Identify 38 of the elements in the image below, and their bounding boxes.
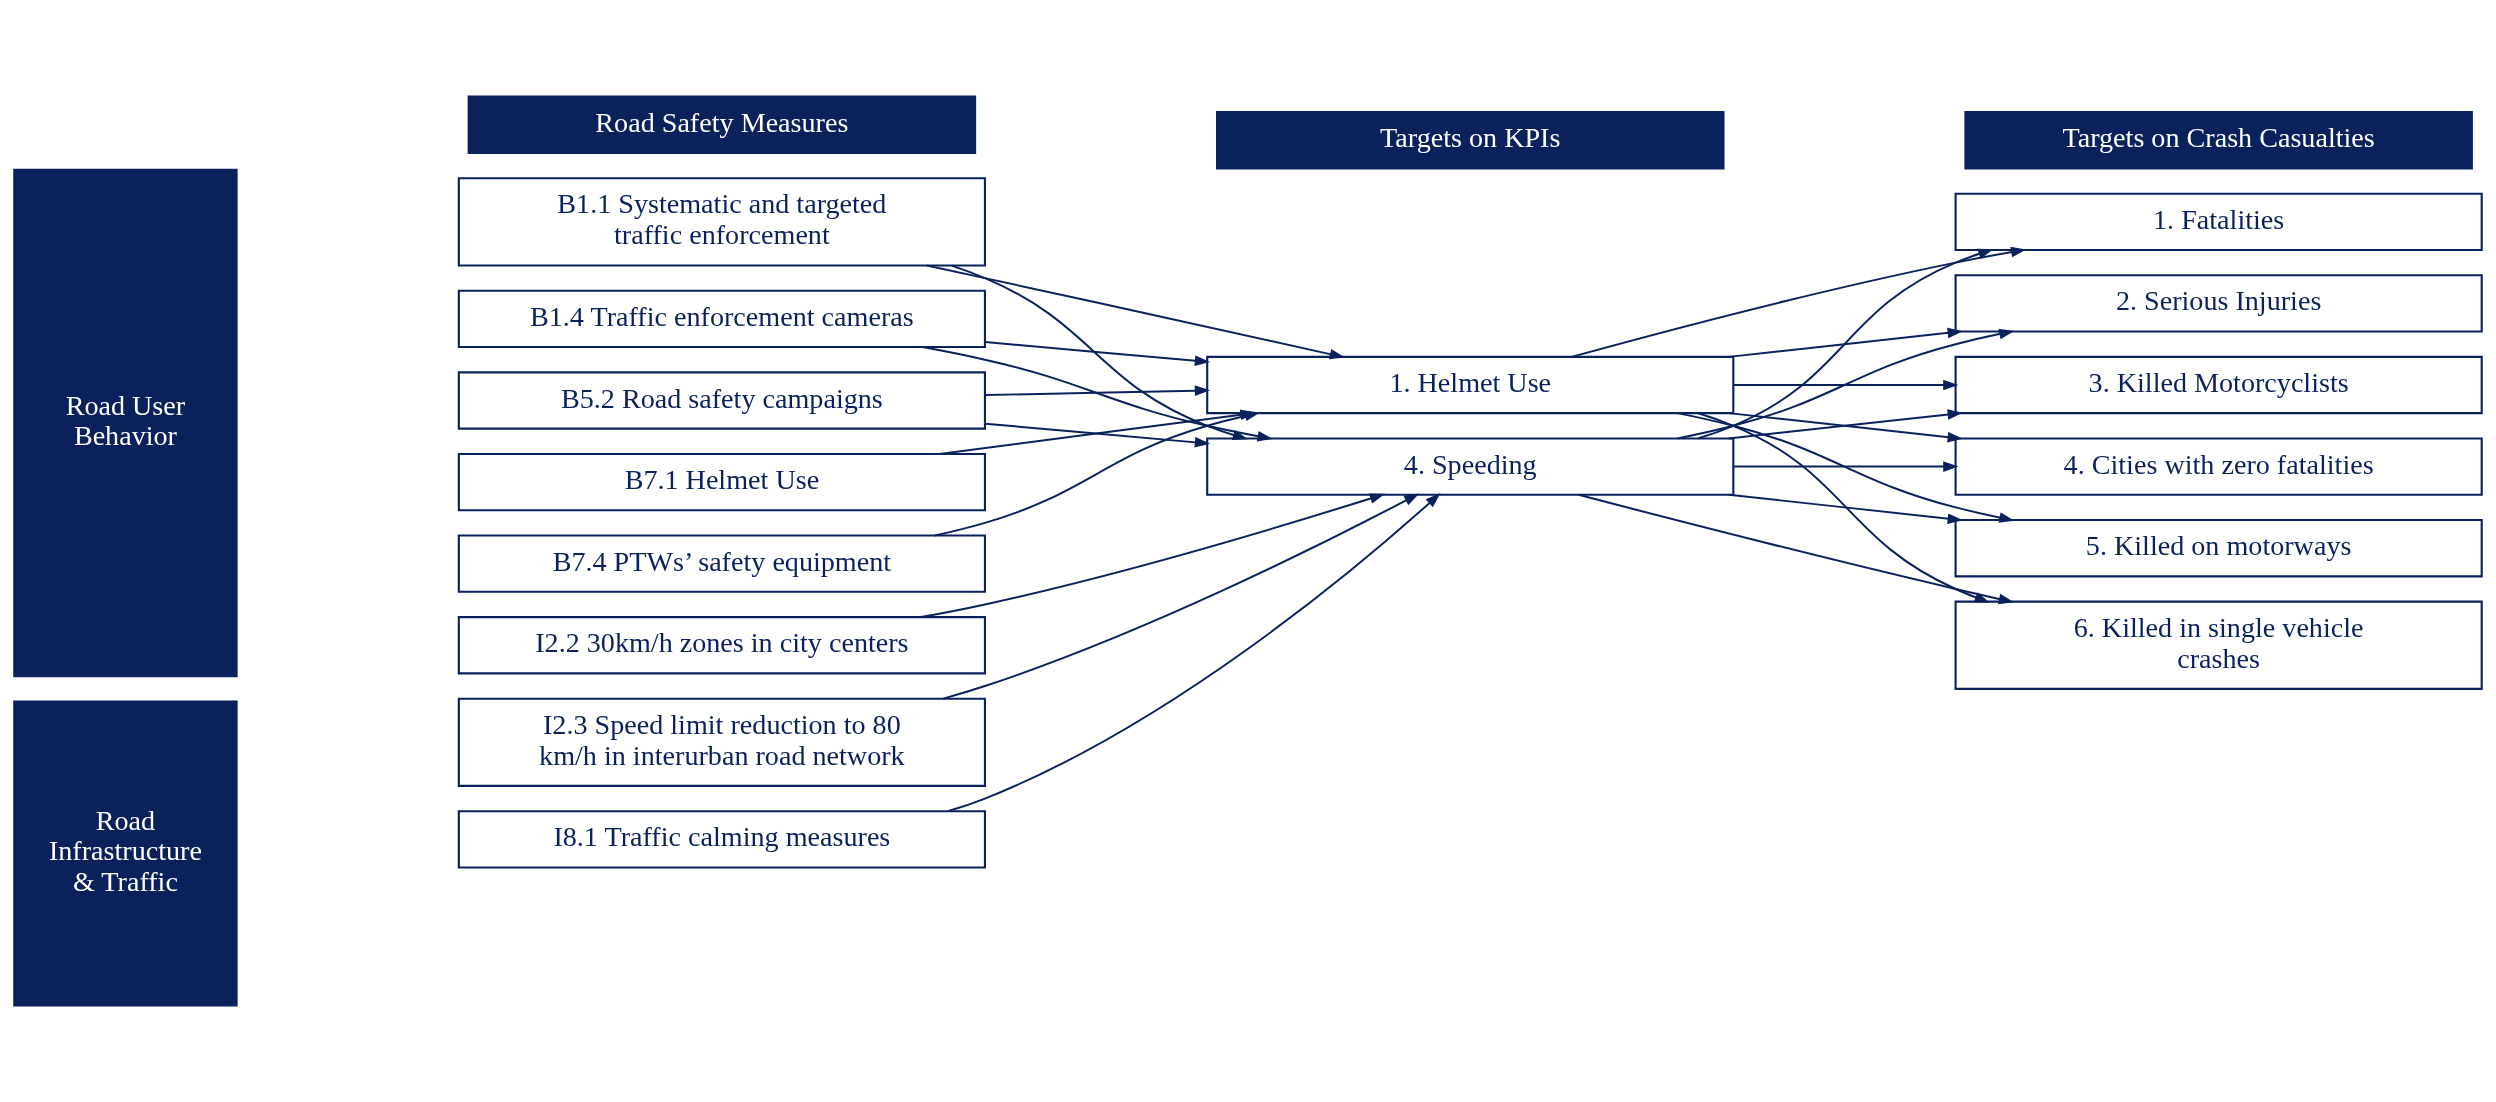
arrow bbox=[947, 493, 1441, 813]
node-box: B7.4 PTWs’ safety equipment bbox=[457, 534, 986, 593]
arrow bbox=[1676, 412, 2015, 523]
node-box: 1. Fatalities bbox=[1954, 192, 2483, 251]
arrow bbox=[925, 264, 1345, 360]
node-box: Road Safety Measures bbox=[467, 95, 977, 154]
arrow bbox=[1570, 246, 2027, 358]
arrow bbox=[950, 264, 1248, 441]
arrow bbox=[919, 493, 1386, 619]
node-box: Road User Behavior bbox=[13, 168, 238, 678]
arrow bbox=[1697, 248, 1994, 440]
node-box: 2. Serious Injuries bbox=[1954, 274, 2483, 333]
node-box: B7.1 Helmet Use bbox=[457, 452, 986, 512]
arrow bbox=[1732, 379, 1959, 391]
node-box: I8.1 Traffic calming measures bbox=[457, 810, 986, 869]
node-box: 3. Killed Motorcyclists bbox=[1954, 355, 2483, 415]
node-box: I2.2 30km/h zones in city centers bbox=[457, 616, 986, 675]
arrow bbox=[984, 385, 1211, 397]
arrow bbox=[1676, 328, 2015, 440]
arrow bbox=[984, 341, 1210, 366]
node-box: 4. Speeding bbox=[1206, 437, 1735, 496]
node-box: B1.1 Systematic and targeted traffic enforcement bbox=[457, 177, 986, 267]
node-box: B1.4 Traffic enforcement cameras bbox=[457, 289, 986, 349]
arrow bbox=[1697, 412, 1990, 603]
node-box: 5. Killed on motorways bbox=[1954, 519, 2483, 578]
node-box: 1. Helmet Use bbox=[1206, 355, 1735, 415]
node-box: Road Infrastructure & Traffic bbox=[13, 700, 238, 1007]
node-box: Targets on Crash Casualties bbox=[1964, 111, 2473, 170]
node-box: Targets on KPIs bbox=[1216, 111, 1725, 170]
arrow bbox=[1727, 493, 1963, 524]
node-box: 4. Cities with zero fatalities bbox=[1954, 437, 2483, 496]
arrow bbox=[1727, 327, 1963, 358]
node-box: 6. Killed in single vehicle crashes bbox=[1954, 600, 2483, 690]
arrow bbox=[984, 422, 1210, 448]
arrow bbox=[1577, 493, 2014, 605]
node-box: B5.2 Road safety campaigns bbox=[457, 371, 986, 430]
node-box: I2.3 Speed limit reduction to 80 km/h in interurban road network bbox=[457, 697, 986, 787]
arrow bbox=[1732, 461, 1959, 472]
